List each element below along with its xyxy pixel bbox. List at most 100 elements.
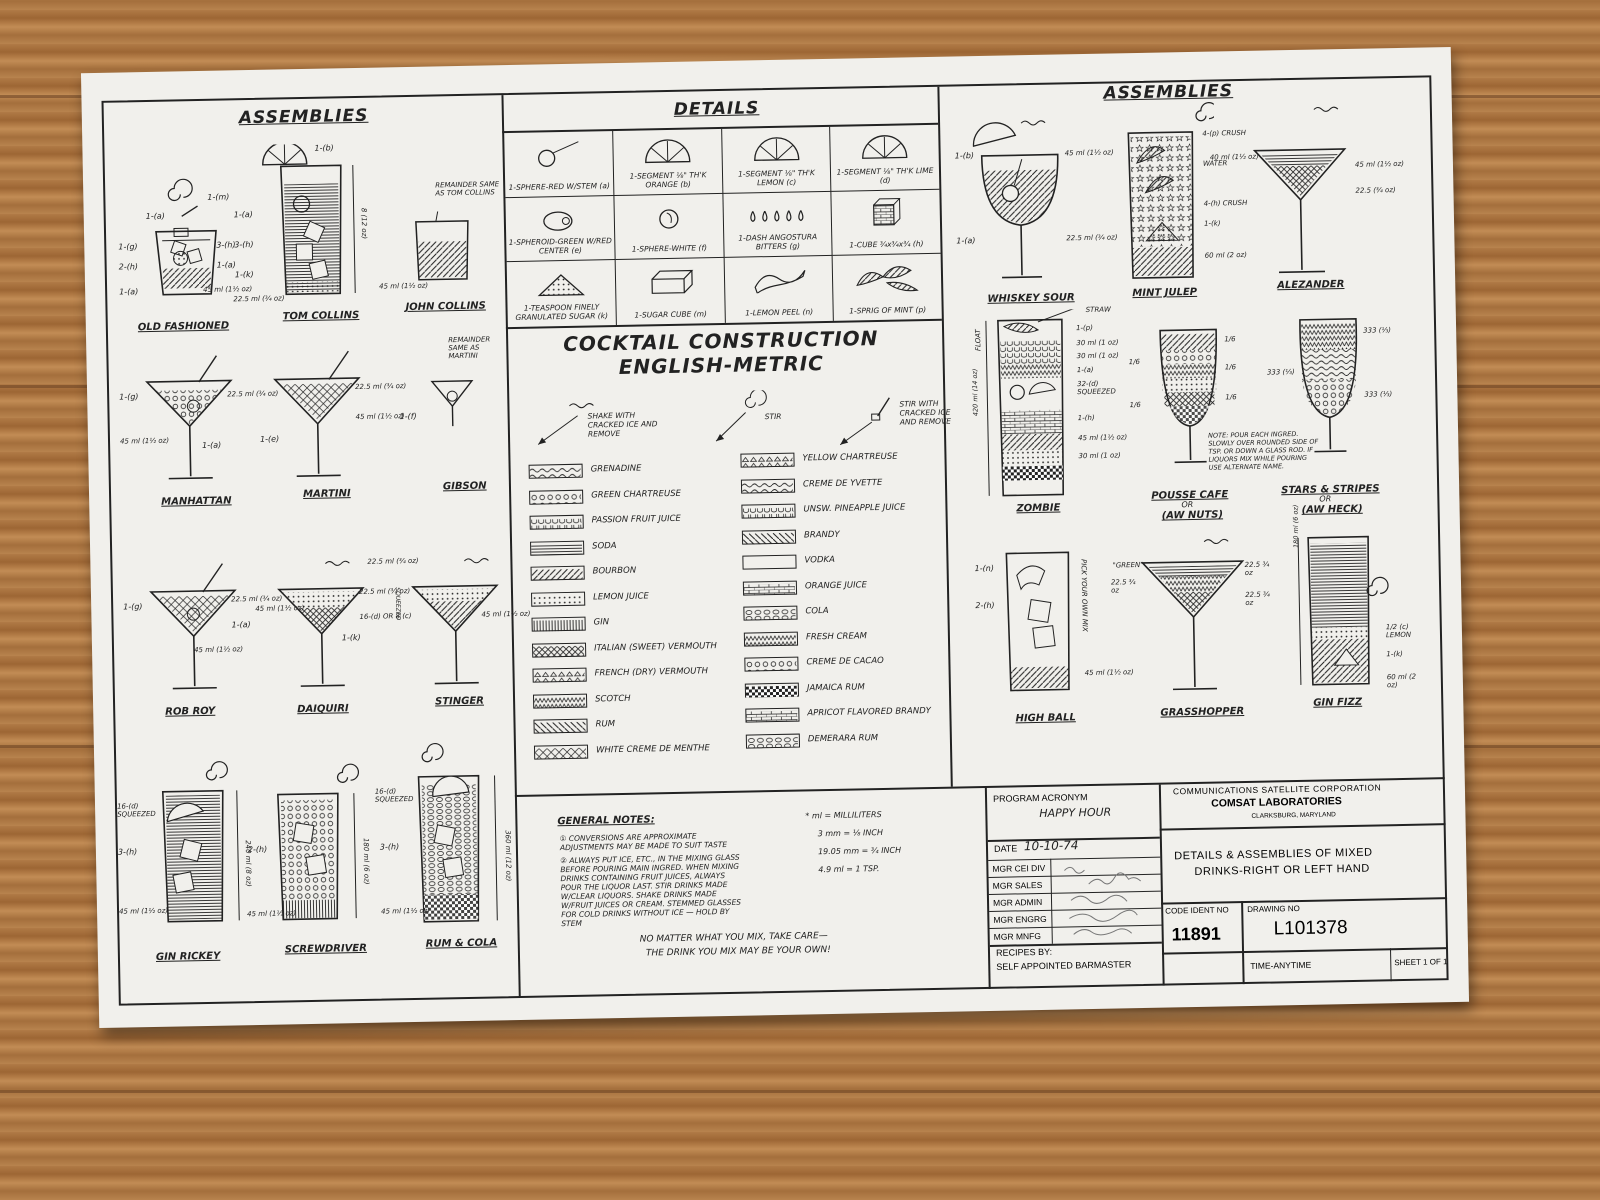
legend-label: WHITE CREME DE MENTHE	[595, 742, 710, 755]
detail-label: 1-SPHEROID-GREEN W/RED CENTER (e)	[508, 236, 612, 256]
legend-swatch	[743, 631, 799, 647]
legend-swatch	[531, 642, 587, 658]
callout: 3-(h)	[117, 847, 138, 857]
drawing-title-line-1: DETAILS & ASSEMBLIES OF MIXED	[1174, 846, 1373, 863]
legend-swatch	[532, 693, 588, 709]
program-acronym-label: PROGRAM ACRONYM	[992, 792, 1088, 804]
company-location: CLARKSBURG, MARYLAND	[1251, 811, 1336, 820]
detail-text: 1-SEGMENT ⅛" TH'K LEMON	[737, 168, 816, 188]
callout: 16-(d) SQUEEZED	[374, 787, 414, 804]
legend-label: CREME DE CACAO	[806, 655, 884, 668]
callout: 4-(h) CRUSH	[1203, 198, 1248, 208]
program-acronym: HAPPY HOUR	[1039, 805, 1112, 820]
callout: 1-(h)	[1077, 413, 1095, 423]
detail-key: (m)	[693, 309, 707, 319]
approval-row-label: MGR SALES	[992, 879, 1043, 891]
callout: 4-(p) CRUSH	[1202, 128, 1247, 138]
callout: 333 (⅓)	[1363, 326, 1392, 335]
callout: 333 (⅓)	[1266, 367, 1295, 377]
callout: 1-(a)	[956, 236, 976, 246]
detail-key: (d)	[879, 175, 891, 185]
legend-swatch	[744, 682, 800, 698]
callout: 2-(h)	[247, 844, 268, 855]
callout: 45 ml (1½ oz)	[255, 604, 305, 613]
callout: 1-(a)	[216, 260, 236, 270]
legend-swatch	[533, 744, 589, 760]
callout: 60 ml (2 oz)	[1386, 672, 1417, 690]
time-field: TIME-ANYTIME	[1250, 959, 1312, 971]
detail-cell: 1-SEGMENT ⅛" TH'K ORANGE (b)	[613, 128, 724, 197]
stir-ice-symbol-label: STIR WITH CRACKED ICE AND REMOVE	[899, 398, 951, 427]
divider	[1241, 901, 1245, 985]
callout: 22.5 ml (¾ oz)	[233, 294, 285, 304]
callout: 45 ml (1½ oz)	[481, 609, 531, 619]
john-collins-note: REMAINDER SAME AS TOM COLLINS	[435, 180, 500, 198]
drink-name-pousse-cafe-alt: (AW NUTS)	[1161, 509, 1224, 522]
legend-label: JAMAICA RUM	[806, 681, 865, 693]
drawing-title-line-2: DRINKS-RIGHT OR LEFT HAND	[1194, 862, 1370, 879]
notes-heading: GENERAL NOTES:	[557, 814, 655, 828]
legend-label: APRICOT FLAVORED BRANDY	[807, 706, 932, 719]
divider	[989, 941, 1162, 947]
unit-note-4: 4.9 ml = 1 TSP.	[818, 864, 880, 875]
legend-swatch	[742, 580, 798, 596]
detail-cell: 1-DASH ANGOSTURA BITTERS (g)	[723, 191, 833, 258]
legend-label: BOURBON	[592, 565, 637, 577]
legend-label: SODA	[592, 540, 617, 552]
detail-cell: 1-SPHERE-WHITE (f)	[614, 193, 725, 261]
legend-label: SCOTCH	[594, 693, 631, 704]
drink-name-rob-roy: ROB ROY	[165, 705, 216, 718]
john-collins-drawing	[406, 211, 477, 287]
company-lab: COMSAT LABORATORIES	[1211, 795, 1342, 810]
legend-label: ORANGE JUICE	[804, 579, 868, 591]
signature-scribbles	[1064, 866, 1142, 936]
note-1: ① CONVERSIONS ARE APPROXIMATE ADJUSTMENT…	[559, 831, 728, 853]
daiquiri-drawing	[270, 553, 373, 695]
mint-julep-drawing	[1114, 101, 1218, 283]
drawing-border: ASSEMBLIES 1-(m) 1-(a) 1-(g) 2-(h) 1-(a)…	[101, 75, 1449, 1006]
drink-name-stinger: STINGER	[434, 695, 485, 708]
callout: "GREEN"	[1112, 560, 1144, 570]
detail-text: 1-SPHERE-RED W/STEM	[508, 181, 598, 193]
callout: 1-(k)	[1386, 649, 1403, 659]
detail-key: (a)	[599, 181, 610, 191]
legend-swatch	[528, 463, 583, 479]
legend-swatch	[530, 540, 585, 556]
right-assemblies-title: ASSEMBLIES	[1103, 81, 1234, 104]
grasshopper-drawing	[1132, 531, 1255, 698]
drink-name-tom-collins: TOM COLLINS	[282, 309, 360, 323]
stir-symbol-label: STIR	[764, 411, 782, 422]
sheet-field: SHEET 1 OF 1	[1394, 957, 1448, 968]
detail-text: 1-SPHEROID-GREEN W/RED CENTER	[508, 236, 612, 256]
legend-swatch	[532, 667, 587, 683]
legend-swatch	[741, 529, 797, 545]
drawing-sheet: ASSEMBLIES 1-(m) 1-(a) 1-(g) 2-(h) 1-(a)…	[80, 46, 1470, 1029]
callout: 420 ml (14 oz)	[970, 368, 980, 417]
motto-line-1: NO MATTER WHAT YOU MIX, TAKE CARE—	[639, 931, 828, 945]
callout: 2-(h)	[975, 600, 995, 611]
approval-row-label: MGR MNFG	[993, 930, 1042, 942]
whiskey-sour-drawing	[959, 114, 1082, 291]
callout: 1-(b)	[954, 151, 975, 161]
rob-roy-drawing	[142, 555, 245, 697]
legend-swatch	[745, 707, 800, 723]
detail-label: 1-CUBE ¾x¾x¾ (h)	[834, 239, 938, 250]
detail-key: (b)	[680, 179, 691, 189]
callout: 32-(d) SQUEEZED	[1077, 379, 1116, 397]
detail-label: 1-LEMON PEEL (n)	[728, 307, 831, 318]
legend-swatch	[529, 514, 584, 530]
callout: 1-(a)	[202, 440, 222, 450]
detail-cell: 1-CUBE ¾x¾x¾ (h)	[831, 189, 941, 256]
zombie-drawing	[978, 308, 1092, 501]
tom-collins-drawing	[252, 142, 365, 305]
callout: SQUEEZED	[393, 587, 402, 621]
drawing-no-value: L101378	[1273, 917, 1348, 940]
callout: 22.5 ¾ oz	[1110, 578, 1136, 595]
callout: 22.5 ml (¾ oz)	[367, 556, 419, 566]
callout: 3-(h)	[216, 240, 236, 250]
callout: 45 ml (1½ oz)	[1084, 668, 1134, 678]
callout: 30 ml (1 oz)	[1076, 351, 1119, 361]
legend-label: DEMERARA RUM	[807, 732, 879, 744]
legend-label: CREME DE YVETTE	[802, 477, 883, 489]
symbol-key-drawing	[537, 388, 890, 446]
